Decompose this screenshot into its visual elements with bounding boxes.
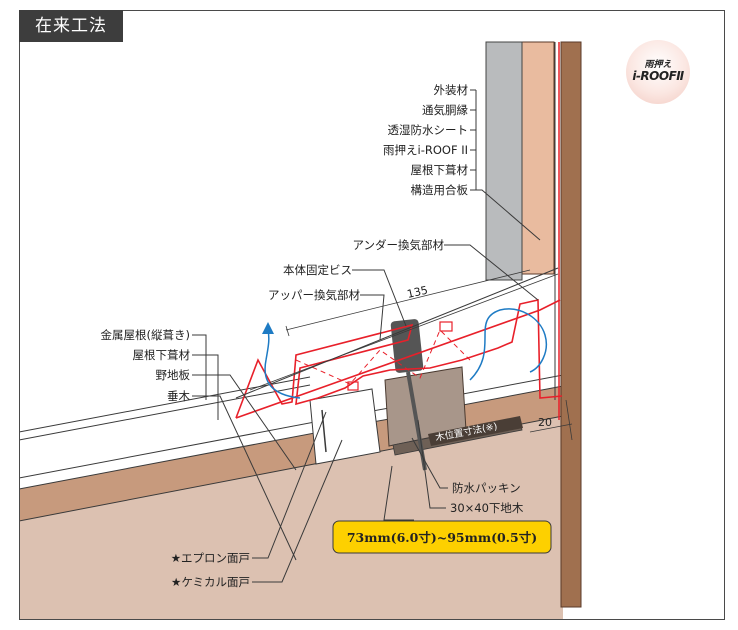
dim-20-line [529,423,573,433]
apron-fold [321,409,327,453]
diagram-frame [19,10,725,620]
leader-under-vent [444,244,539,301]
label-wood-position: 木位置寸法(※) [434,420,498,444]
metal-roof-line-1 [19,376,311,433]
label-vent-furring: 通気胴縁 [422,103,468,117]
flashing-inner [295,329,471,385]
label-chemical-face: ★ケミカル面戸 [171,575,250,589]
label-structural-plywood: 構造用合板 [411,183,469,197]
wall-post [560,41,582,608]
label-i-roof: 雨押えi-ROOF II [383,143,468,157]
airflow-arrowhead-left [262,322,274,334]
wood-position-bar [428,416,523,446]
flashing-clip-1 [347,381,359,391]
label-under-vent: アンダー換気部材 [352,238,444,252]
leader-sheathing [192,374,297,471]
leader-apron [252,411,327,559]
label-fixing-screw: 本体固定ビス [283,263,352,277]
flashing-body [235,299,563,419]
underlay-line [19,374,564,479]
airflow-arrow-left [264,329,301,399]
label-moisture-sheet: 透湿防水シート [388,123,469,137]
page-title: 在来工法 [19,10,123,42]
callout-box [332,520,552,554]
dimension-135: 135 [406,284,429,301]
under-vent-sheet [235,267,559,399]
upper-vent-sheet [249,273,559,391]
airflow-arrow-right [469,308,547,381]
leader-screw [352,269,407,327]
dimension-20: 20 [538,416,552,429]
logo-main-text: i-ROOFⅡ [632,69,684,83]
label-rafter: 垂木 [167,389,190,403]
dim-135-tick-l [285,325,290,337]
callout-pointer [383,465,414,521]
metal-roof-line-2 [19,384,311,441]
label-roof-underlay-upper: 屋根下葺材 [411,163,469,177]
label-waterproof-packing: 防水パッキン [452,481,521,495]
label-sheathing: 野地板 [156,368,191,382]
leader-packing [411,437,448,489]
flashing-clip-2 [439,321,453,332]
leader-rafter [192,395,297,561]
exterior-cladding [485,41,523,281]
dim-20-ext [565,399,573,441]
callout-text: 73mm(6.0寸)~95mm(0.5寸) [347,530,537,545]
label-base-wood: 30×40下地木 [450,501,524,515]
label-apron-face: ★エプロン面戸 [171,551,250,565]
label-upper-vent: アッパー換気部材 [268,288,360,302]
label-metal-roof: 金属屋根(縦葺き) [101,328,190,342]
leader-base-wood [417,419,446,509]
label-exterior-material: 外装材 [434,83,469,97]
leader-chemical [252,439,343,583]
leader-underlay [192,354,219,420]
leader-plywood [470,189,541,241]
label-roof-underlay-lower: 屋根下葺材 [133,348,191,362]
sheathing-top-line [19,385,564,490]
logo-top-text: 雨押え [644,60,672,70]
i-roof-logo: 雨押え i-ROOFⅡ [626,40,690,104]
leader-metal-roof [192,334,207,400]
leader-upper-vent [360,294,385,341]
dim-135-line [285,269,531,331]
rafter-region [19,416,563,620]
flashing-upper [235,299,561,419]
